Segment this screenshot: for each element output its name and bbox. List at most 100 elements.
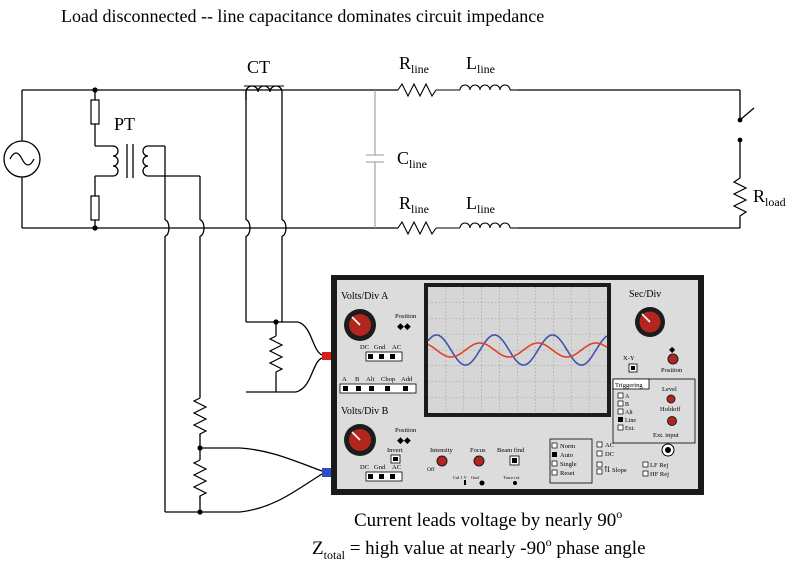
vertical-mode-labels: A B Alt Chop Add	[342, 376, 413, 383]
trig-ac-button[interactable]	[596, 441, 603, 448]
volts-div-b-label: Volts/Div B	[341, 406, 389, 417]
gnd-b-label: Gnd	[374, 464, 386, 471]
dc-b-label: DC	[360, 464, 369, 471]
screen-grid	[428, 287, 607, 413]
volts-div-a-label: Volts/Div A	[341, 291, 389, 302]
beam-find-label: Beam find	[497, 447, 525, 454]
svg-text:Line: Line	[625, 418, 636, 424]
lf-rej-button[interactable]	[642, 461, 649, 468]
gnd-terminal[interactable]	[479, 480, 485, 486]
horizontal-position-label: Position	[661, 367, 683, 374]
junction-dots	[92, 87, 743, 515]
single-button[interactable]	[551, 460, 558, 467]
slope-button[interactable]	[596, 461, 603, 468]
hf-rej-label: HF Rej	[650, 471, 669, 478]
voltage-trace	[427, 334, 608, 366]
load-resistor	[732, 177, 748, 218]
trig-source-alt[interactable]	[617, 408, 624, 415]
ct-burden-resistor	[268, 335, 284, 376]
cal-terminal[interactable]	[464, 480, 466, 485]
caption-line-1: Current leads voltage by nearly 90o	[354, 507, 622, 531]
single-label: Single	[560, 461, 577, 468]
ac-source	[3, 140, 41, 178]
c-line-label: Cline	[397, 148, 427, 171]
trace-rot-label: Trace rot.	[503, 475, 520, 480]
trigger-mode-block: Norm Auto Single Reset	[549, 438, 593, 484]
line-impedance-bottom	[375, 220, 518, 236]
volts-div-a-knob[interactable]	[344, 309, 376, 341]
xy-button[interactable]	[628, 363, 638, 373]
vertical-mode-switch[interactable]	[339, 383, 417, 394]
off-label: Off	[427, 466, 435, 473]
level-knob[interactable]	[666, 394, 676, 404]
svg-text:Alt: Alt	[625, 410, 633, 416]
sec-div-label: Sec/Div	[629, 289, 661, 300]
focus-label: Focus	[470, 447, 486, 454]
horizontal-position-arrows-icon: ◆	[669, 345, 676, 354]
trace-rot-screw[interactable]	[513, 481, 517, 485]
dc-a-label: DC	[360, 344, 369, 351]
diagram-title: Load disconnected -- line capacitance do…	[61, 6, 544, 26]
trig-source-b[interactable]	[617, 400, 624, 407]
trig-ac-label: AC	[605, 442, 614, 449]
level-label: Level	[662, 386, 677, 393]
svg-text:B: B	[625, 402, 629, 408]
svg-text:A: A	[342, 376, 347, 383]
pt-divider-resistor-bottom	[192, 459, 208, 498]
hf-rej-button[interactable]	[642, 470, 649, 477]
gnd-terminal-label: Gnd	[471, 475, 479, 480]
sec-div-knob[interactable]	[635, 307, 665, 337]
pt-label: PT	[114, 114, 135, 134]
coupling-a-switch[interactable]	[365, 351, 403, 362]
svg-text:A: A	[625, 394, 630, 400]
ext-input-connector[interactable]	[661, 443, 675, 457]
intensity-knob[interactable]	[436, 455, 448, 467]
norm-button[interactable]	[551, 442, 558, 449]
circuit-wires	[21, 89, 755, 513]
invert-label: Invert	[387, 447, 403, 454]
r-load-label: Rload	[753, 186, 786, 209]
trig-source-ext[interactable]	[617, 424, 624, 431]
focus-knob[interactable]	[473, 455, 485, 467]
svg-text:Ext.: Ext.	[625, 426, 635, 432]
position-b-arrows-icon[interactable]: ◆◆	[397, 435, 411, 445]
trig-dc-button[interactable]	[596, 450, 603, 457]
svg-text:B: B	[355, 376, 360, 383]
horizontal-position-knob[interactable]	[667, 353, 679, 365]
caption-line-2: Ztotal = high value at nearly -90o phase…	[312, 535, 646, 562]
ac-b-label: AC	[392, 464, 401, 471]
slope-icon: ⇅	[604, 465, 611, 474]
cal-label: Cal 1 V	[453, 475, 468, 480]
holdoff-knob[interactable]	[667, 416, 677, 426]
fuses	[90, 99, 100, 221]
svg-text:Chop: Chop	[381, 376, 395, 383]
l-line-top-label: Lline	[466, 53, 495, 76]
trig-dc-label: DC	[605, 451, 614, 458]
ext-input-label: Ext. input	[653, 432, 679, 439]
ct-label: CT	[247, 57, 270, 77]
invert-switch[interactable]	[390, 454, 401, 464]
fuse-top	[90, 99, 100, 125]
position-a-arrows-icon[interactable]: ◆◆	[397, 321, 411, 331]
pt-divider-resistor-top	[192, 397, 208, 436]
trig-source-line[interactable]	[618, 417, 623, 422]
trigger-source-switch: A B Alt Line Ext.	[617, 392, 636, 432]
measurement-resistors	[192, 335, 284, 498]
position-a-label: Position	[395, 313, 417, 320]
reset-button[interactable]	[551, 469, 558, 476]
trigger-coupling-block: AC DC ⇅ Slope	[596, 441, 627, 475]
lf-rej-label: LF Rej	[650, 462, 668, 469]
r-line-bottom-label: Rline	[399, 193, 429, 216]
auto-button[interactable]	[552, 452, 557, 457]
coupling-b-switch[interactable]	[365, 471, 403, 482]
filter-block: LF Rej HF Rej	[642, 461, 669, 478]
line-capacitor	[366, 90, 384, 228]
trig-source-a[interactable]	[617, 392, 624, 399]
volts-div-b-knob[interactable]	[344, 424, 376, 456]
position-b-label: Position	[395, 427, 417, 434]
svg-text:Alt: Alt	[366, 376, 375, 383]
norm-label: Norm	[560, 443, 575, 450]
auto-label: Auto	[560, 452, 573, 459]
